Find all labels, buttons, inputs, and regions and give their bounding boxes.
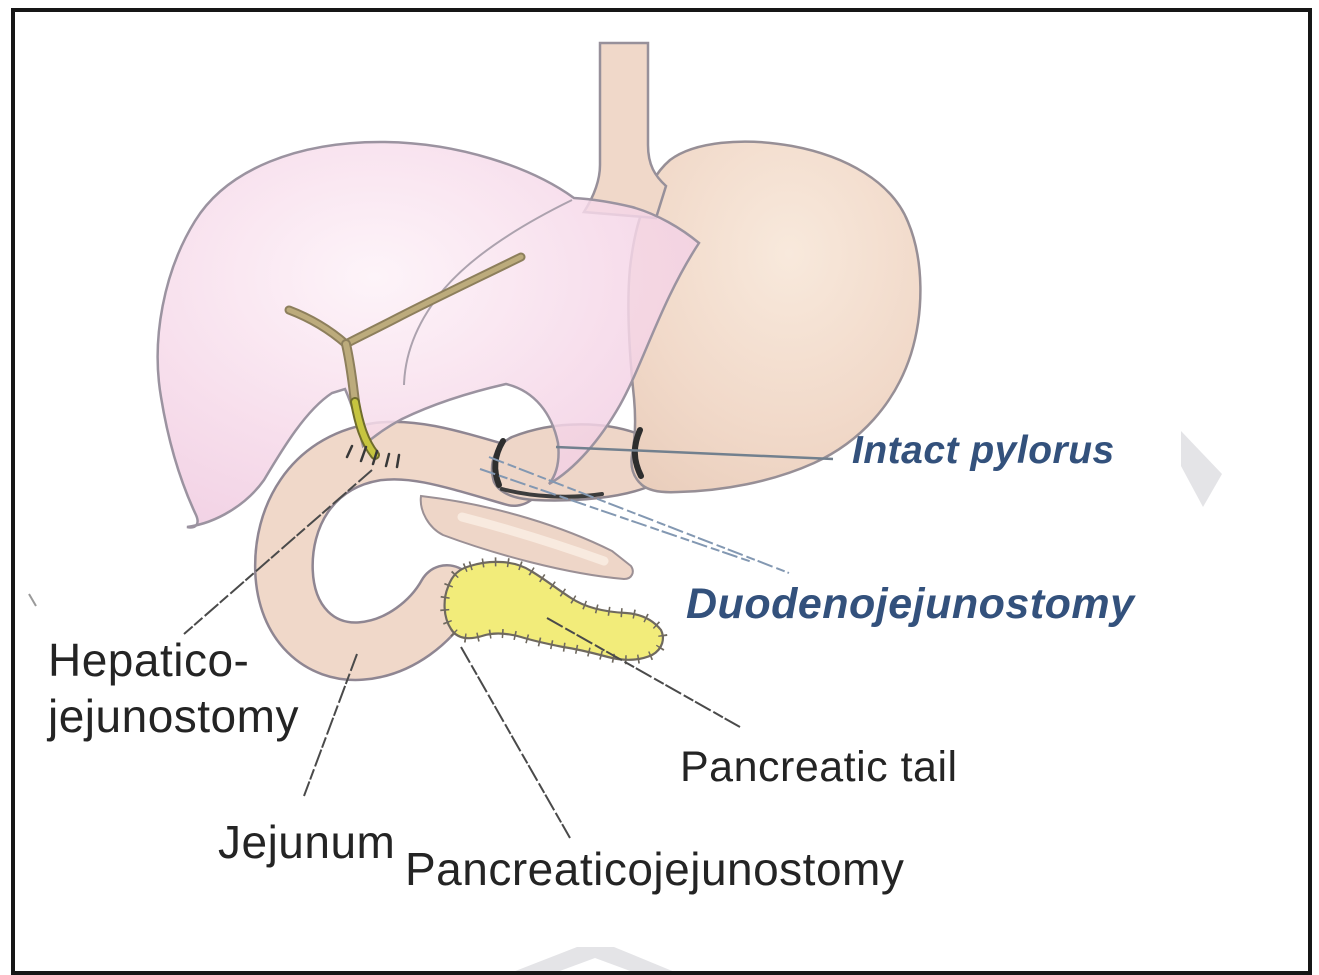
label-duodenojejunostomy: Duodenojejunostomy [686,580,1135,628]
esophagus [581,41,668,220]
liver-lobe-division [403,199,573,386]
duodenojejunostomy-leader-2 [479,468,753,563]
intact-pylorus-leader [555,445,834,461]
liver [156,140,701,529]
label-hepaticojejunostomy-line1: Hepatico- [48,634,250,686]
bile-duct-left-branch [286,307,349,347]
watermark-kite [1181,431,1222,507]
duodenojejunostomy-mark-left [492,438,506,488]
pylorus-ring-mark [631,427,644,479]
duodenojejunostomy-leader-1 [488,456,790,574]
label-hepaticojejunostomy-line2: jejunostomy [48,690,299,742]
label-pancreaticojejunostomy: Pancreaticojejunostomy [405,843,905,895]
hepaticojejunostomy-leader [183,469,373,635]
stray-mark [28,593,37,607]
duodenum-highlight [457,512,609,566]
label-pancreatic-tail: Pancreatic tail [680,743,958,791]
common-bile-duct-lower [352,399,378,458]
jejunum-leader [303,653,358,797]
bile-duct-right-branch [343,254,524,347]
hepaticojejunostomy-marks [345,444,401,469]
pancreatic-tail-leader [546,617,741,728]
label-jejunum: Jejunum [218,816,396,868]
stomach [627,140,922,494]
figure-frame [11,8,1312,975]
label-intact-pylorus: Intact pylorus [852,429,1115,472]
jejunum-loop [256,423,542,679]
watermark-chevron [505,947,682,975]
pancreaticojejunostomy-leader [460,646,571,839]
pancreas [443,560,664,661]
duodenojejunostomy-mark-bottom [500,487,604,499]
